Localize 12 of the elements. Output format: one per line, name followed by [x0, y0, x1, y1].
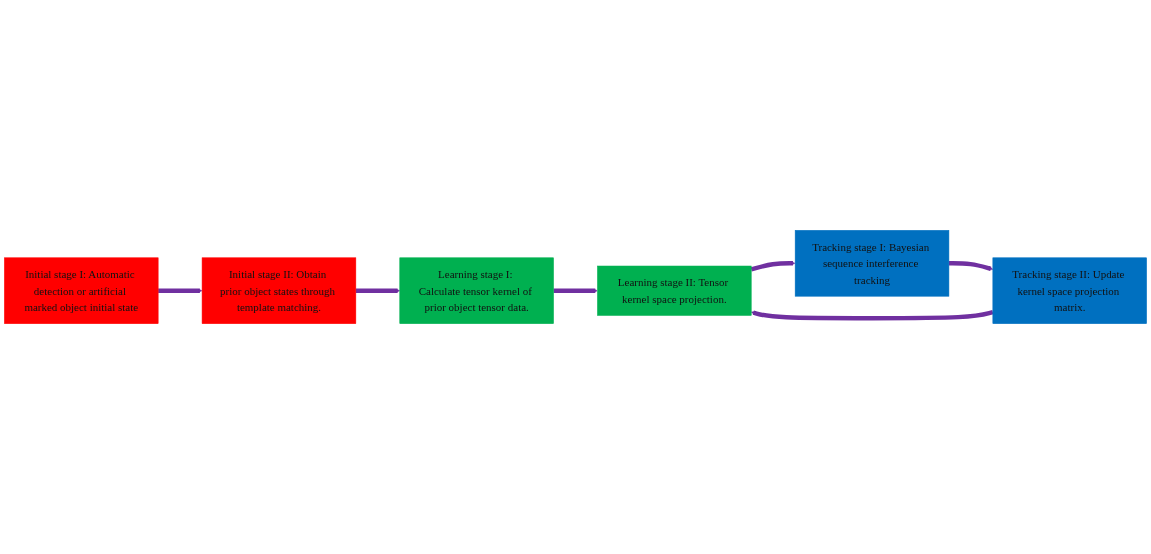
node-box: Tracking stage II: Update kernel space projection matrix. [992, 257, 1147, 324]
arrow [158, 288, 203, 294]
arrow [553, 288, 598, 294]
arrow [948, 261, 994, 271]
node-box: Initial stage II: Obtain prior object states through template matching. [201, 257, 357, 324]
arrow [750, 260, 796, 272]
arrow [751, 309, 994, 321]
node-box: Initial stage I: Automatic detection or artificial marked object initial state [4, 257, 159, 324]
arrow [355, 288, 400, 294]
node-box: Learning stage II: Tensor kernel space projection. [597, 265, 752, 316]
node-box: Tracking stage I: Bayesian sequence interference tracking [794, 230, 950, 297]
node-box: Learning stage I: Calculate tensor kernel of prior object tensor data. [399, 257, 554, 324]
